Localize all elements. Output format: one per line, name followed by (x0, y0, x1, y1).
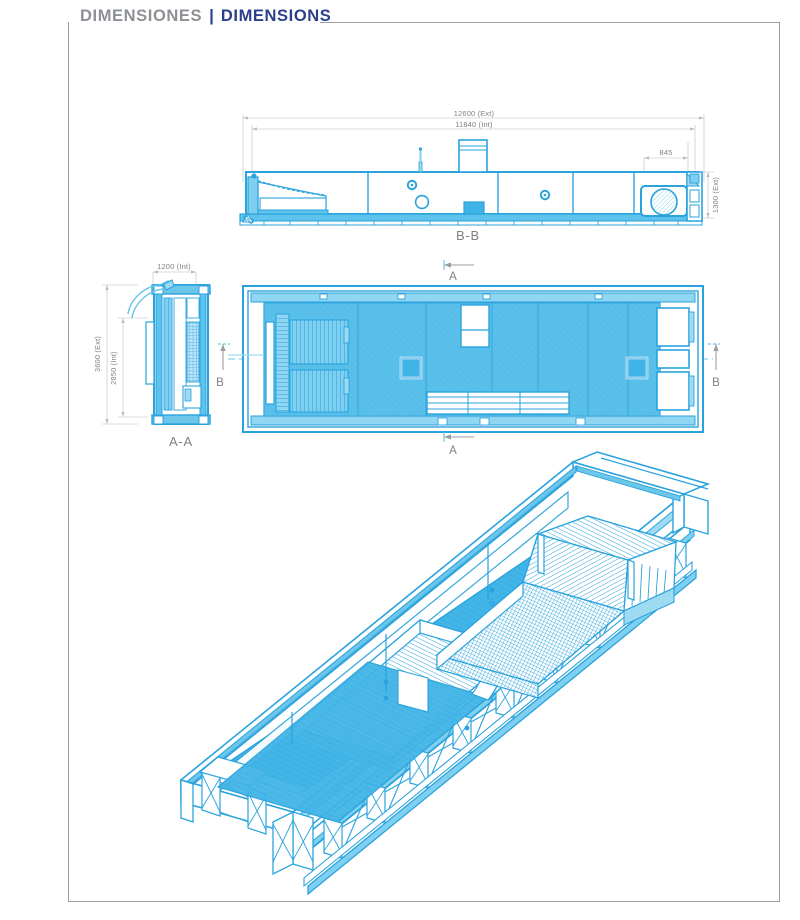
section-marker-a-bottom: A (449, 445, 457, 457)
iso-right-end-frame (672, 492, 709, 535)
cross-section-boom-head (163, 279, 175, 291)
cross-section-body (127, 279, 211, 425)
view-label-aa: A-A (169, 434, 193, 449)
iso-grating-tail (623, 587, 675, 626)
elevation-view-bb: 12600 (Ext) 11840 (Int) 845 (239, 109, 720, 243)
cross-section-view-aa: 1200 (Int) 3600 (Ext) 2850 (Int) (93, 262, 211, 449)
iso-left-corner-leg (272, 810, 314, 876)
elevation-stack (458, 139, 488, 173)
plan-rail-fixtures (319, 293, 603, 426)
plan-right-compartments (656, 307, 695, 411)
page-frame-top-rule (320, 22, 780, 23)
plan-conveyor (426, 391, 570, 415)
dimension-value-interior-width: 1200 (Int) (157, 262, 191, 271)
section-marker-a-top-group: A (443, 260, 474, 283)
page-frame (68, 22, 780, 902)
iso-lower-rail (307, 568, 697, 896)
dimension-value-right-module-width: 845 (660, 148, 673, 157)
iso-vertical-posts (291, 542, 489, 744)
iso-wall-panel (397, 669, 429, 713)
iso-left-posts (180, 779, 194, 823)
dimension-value-interior-height: 2850 (Int) (109, 351, 118, 385)
section-marker-b-right-group: B (708, 343, 720, 389)
dimension-value-overall-interior-length: 11840 (Int) (455, 120, 492, 129)
dimension-value-overall-exterior-length: 12600 (Ext) (454, 109, 494, 118)
plan-device-right (625, 356, 649, 380)
iso-grating-block (435, 580, 626, 699)
iso-right-top-stripe (576, 465, 681, 502)
elevation-mast (418, 147, 423, 173)
page-title-separator: | (209, 6, 214, 25)
page-title-spanish: DIMENSIONES (80, 6, 203, 25)
plan-hatch-opening (460, 304, 490, 348)
dimension-line-11840 (252, 127, 695, 131)
isometric-view (179, 451, 711, 896)
page-title-english: DIMENSIONS (220, 6, 332, 25)
section-marker-b-left-group: B (216, 343, 230, 389)
elevation-floor-block (463, 201, 485, 215)
dimension-line-2850 (118, 317, 148, 418)
section-marker-a-top: A (449, 271, 457, 283)
technical-drawing: 12600 (Ext) 11840 (Int) 845 (68, 22, 780, 902)
view-label-bb: B-B (456, 228, 480, 243)
plan-device-left (399, 356, 423, 380)
dimension-value-exterior-height: 3600 (Ext) (93, 336, 102, 372)
elevation-left-machinery (242, 173, 329, 224)
dimension-value-overall-exterior-height: 1300 (Ext) (711, 177, 720, 213)
section-marker-b-left: B (216, 377, 224, 389)
dimension-line-3600 (102, 284, 138, 425)
iso-lower-rail-2 (303, 560, 693, 888)
plan-left-louver-block (265, 313, 350, 413)
section-marker-b-right: B (712, 377, 720, 389)
elevation-right-module (640, 171, 703, 222)
dimension-line-12600 (243, 116, 704, 120)
page-title: DIMENSIONES | DIMENSIONS (80, 6, 331, 26)
plan-view (228, 285, 713, 433)
iso-hand-rails (596, 451, 709, 490)
iso-deck-posts (537, 533, 635, 601)
section-marker-a-bottom-group: A (443, 432, 474, 457)
elevation-body (239, 139, 703, 226)
